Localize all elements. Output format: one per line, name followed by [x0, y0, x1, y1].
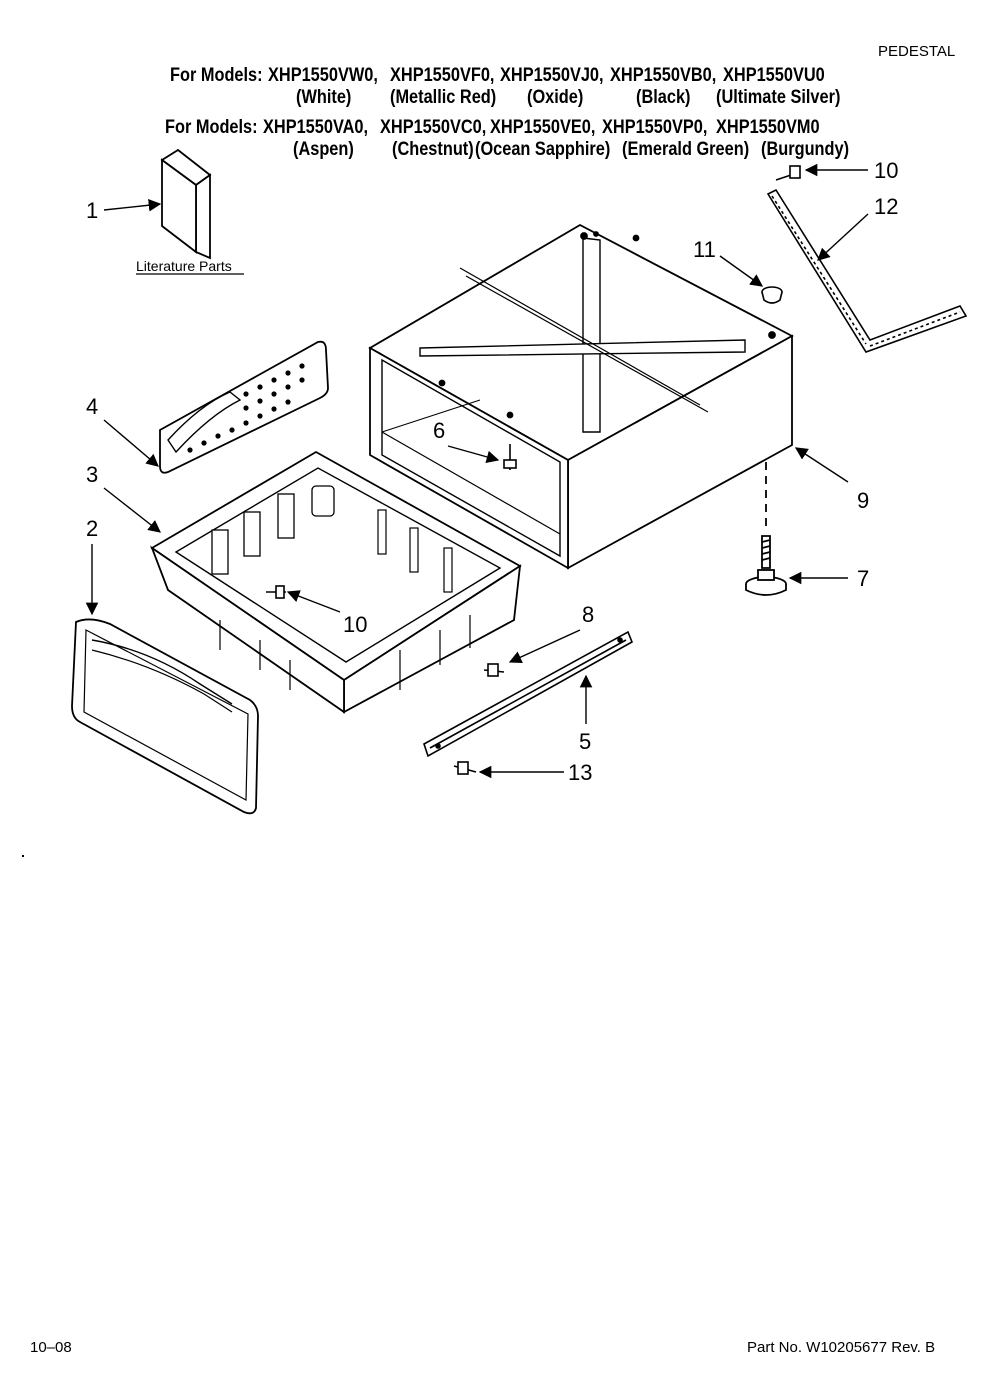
screw-6	[503, 444, 517, 470]
literature-booklet	[160, 148, 212, 260]
model-group-1-color-2: (Metallic Red)	[390, 87, 497, 108]
callout-5: 5	[579, 729, 592, 754]
model-group-1-model-1: XHP1550VW0,	[268, 65, 378, 86]
model-group-2-color-2: (Chestnut)	[392, 139, 474, 160]
callout-8: 8	[582, 602, 595, 627]
drawer-front	[71, 618, 259, 815]
screw-13	[453, 761, 477, 775]
callout-10-lower: 10	[343, 612, 368, 637]
callout-1: 1	[86, 198, 99, 223]
footer-date: 10–08	[30, 1339, 72, 1356]
callout-3: 3	[86, 462, 99, 487]
footer-part-number: Part No. W10205677 Rev. B	[747, 1339, 936, 1356]
stray-dot	[22, 855, 24, 857]
trim-panel-holes	[187, 363, 305, 453]
model-group-2-color-3: (Ocean Sapphire)	[475, 139, 611, 160]
callout-4: 4	[86, 394, 99, 419]
model-group-1-prefix: For Models:	[170, 65, 263, 86]
model-group-1-color-5: (Ultimate Silver)	[716, 87, 841, 108]
model-group-2-color-1: (Aspen)	[293, 139, 354, 160]
model-group-1-model-4: XHP1550VB0,	[610, 65, 717, 86]
callout-10-upper: 10	[874, 158, 899, 183]
pedestal-housing	[368, 223, 794, 570]
model-group-2-model-3: XHP1550VE0,	[490, 117, 596, 138]
model-group-2-color-4: (Emerald Green)	[622, 139, 750, 160]
leveling-foot	[745, 462, 787, 596]
screw-10-upper	[775, 165, 801, 181]
drawer-bin	[150, 450, 522, 714]
model-group-1-model-5: XHP1550VU0	[723, 65, 825, 86]
callout-11: 11	[693, 237, 716, 262]
callout-13: 13	[568, 760, 593, 785]
strap-12	[766, 188, 968, 353]
model-group-1-model-2: XHP1550VF0,	[390, 65, 495, 86]
leader-arrows	[85, 163, 869, 779]
screw-10-lower	[266, 585, 286, 599]
model-group-2-model-2: XHP1550VC0,	[380, 117, 487, 138]
model-group-1-model-3: XHP1550VJ0,	[500, 65, 604, 86]
callout-2: 2	[86, 516, 99, 541]
callout-7: 7	[857, 566, 870, 591]
callout-12: 12	[874, 194, 899, 219]
section-label: PEDESTAL	[878, 43, 956, 60]
model-group-2-model-1: XHP1550VA0,	[263, 117, 369, 138]
bumper-11	[761, 286, 783, 304]
model-group-1-color-1: (White)	[296, 87, 352, 108]
model-group-2-model-4: XHP1550VP0,	[602, 117, 708, 138]
callout-9: 9	[857, 488, 870, 513]
model-group-1-color-4: (Black)	[636, 87, 691, 108]
model-group-2-model-5: XHP1550VM0	[716, 117, 820, 138]
screw-8	[483, 663, 505, 677]
literature-parts-label: Literature Parts	[136, 258, 232, 274]
slide-rail	[423, 630, 634, 758]
model-group-2-color-5: (Burgundy)	[761, 139, 850, 160]
model-group-1-color-3: (Oxide)	[527, 87, 584, 108]
callout-6: 6	[433, 418, 446, 443]
model-group-2-prefix: For Models:	[165, 117, 258, 138]
